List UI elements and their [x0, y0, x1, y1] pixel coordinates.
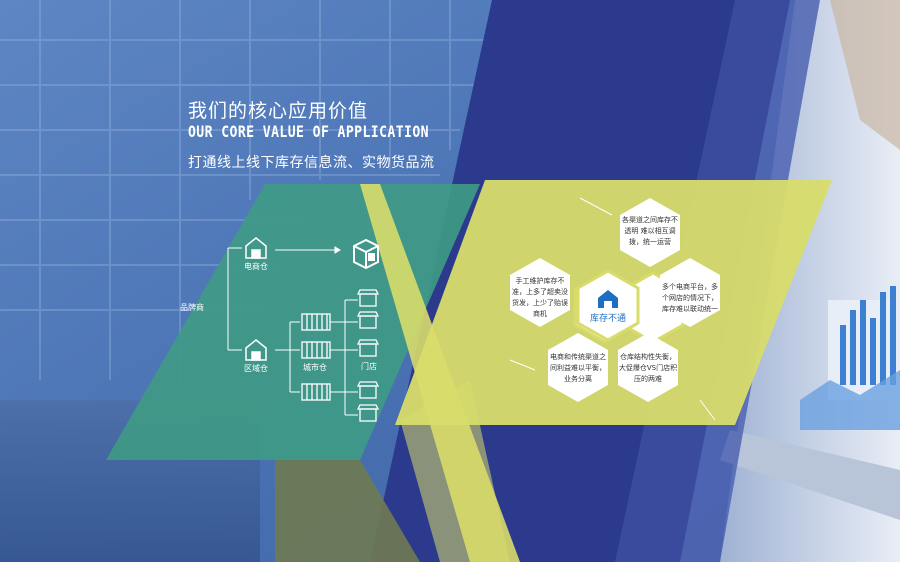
cargo-texture — [0, 0, 490, 380]
hex-bottom-left-text: 电商和传统渠道之间利益难以平衡，业务分离 — [550, 353, 606, 383]
label-store: 门店 — [361, 362, 377, 371]
label-city-warehouse: 城市仓 — [303, 363, 327, 372]
shelf-icon — [301, 313, 331, 401]
flow-lines — [227, 246, 358, 416]
page-title-en: OUR CORE VALUE OF APPLICATION — [188, 122, 429, 141]
box-icon — [353, 238, 379, 270]
label-brand: 品牌商 — [180, 303, 204, 312]
hex-right-text: 多个电商平台，多个网店的情况下，库存难以联动统一 — [662, 283, 718, 313]
store-icon — [356, 289, 380, 422]
chart-icon — [800, 286, 900, 430]
warehouse-icon — [598, 290, 618, 308]
page-title: 我们的核心应用价值 — [188, 100, 369, 122]
hex-left-text: 手工维护库存不准，上多了超卖没货发，上少了贻误商机 — [512, 277, 568, 318]
label-regional-warehouse: 区域仓 — [244, 364, 268, 373]
hex-center-label: 库存不通 — [589, 314, 626, 324]
label-ecommerce-warehouse: 电商仓 — [244, 262, 268, 271]
warehouse-icon — [245, 237, 267, 361]
hex-top-text: 各渠道之间库存不透明 难以相互调拨，统一运营 — [622, 216, 678, 246]
hex-lines — [509, 197, 716, 421]
hex-bottom-right-text: 仓库结构性失衡，大促爆仓VS门店积压的两难 — [618, 353, 678, 383]
page-subtitle: 打通线上线下库存信息流、实物货品流 — [188, 155, 435, 171]
